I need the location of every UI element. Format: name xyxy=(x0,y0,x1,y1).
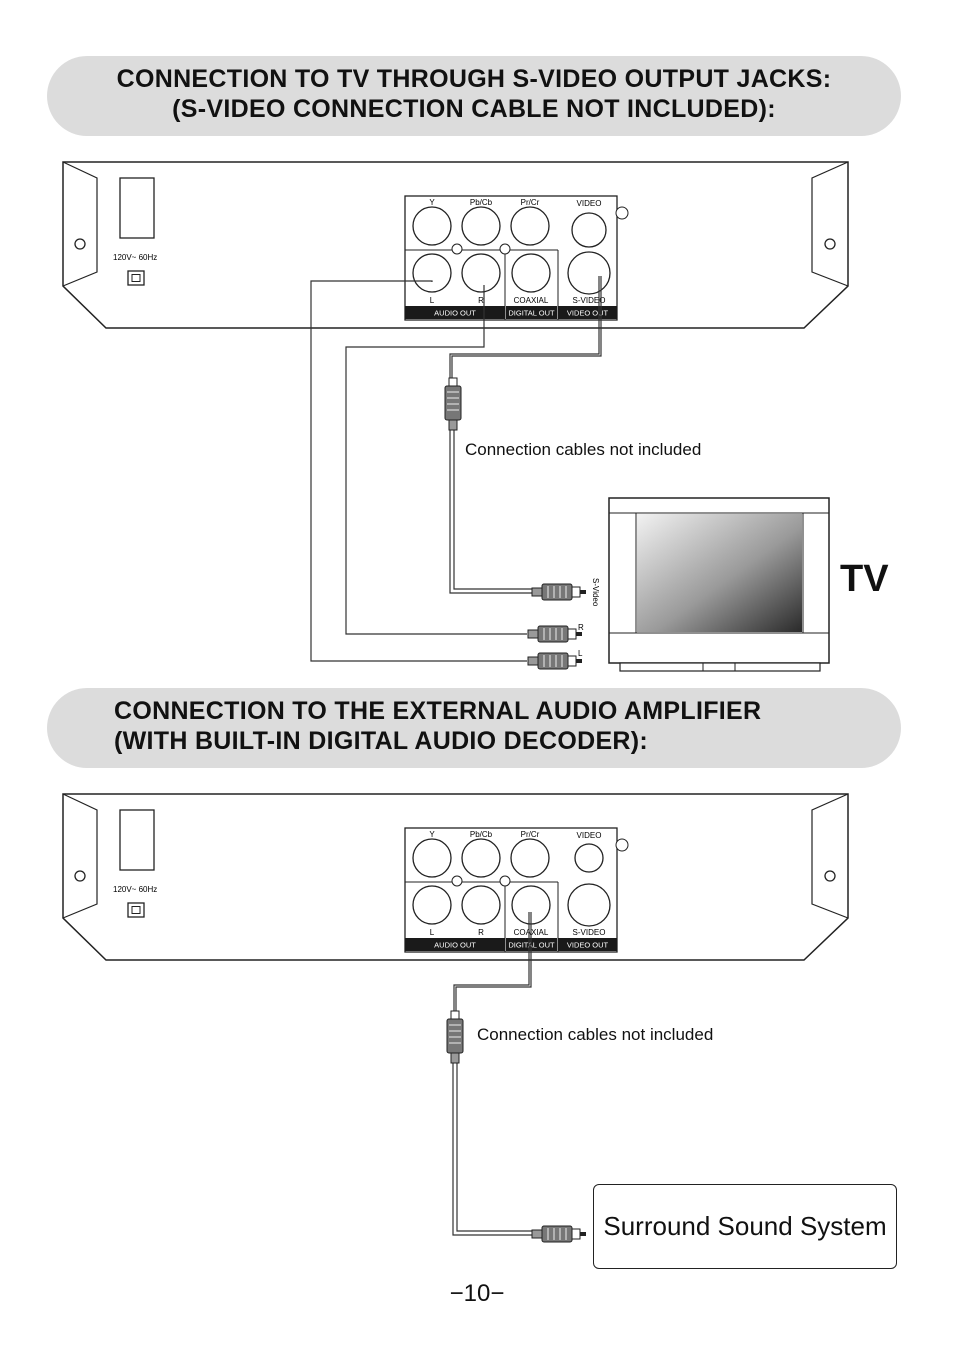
group-label-audio-out: AUDIO OUT xyxy=(434,309,476,318)
jack-audio-r xyxy=(461,253,501,293)
cable-audio-l xyxy=(310,280,527,662)
ground-screw-icon xyxy=(615,206,629,220)
jack-label-r: R xyxy=(478,928,484,937)
tv-svideo-label: S-Video xyxy=(591,578,600,607)
cables-note-1: Connection cables not included xyxy=(465,440,702,459)
jack-label-y: Y xyxy=(429,198,435,207)
tv-set: S-Video R L xyxy=(578,497,830,672)
power-rating-label: 120V~ 60Hz xyxy=(113,253,157,262)
rca-plug-l-icon xyxy=(527,652,583,670)
jack-pb xyxy=(461,838,501,878)
jack-label-video: VIDEO xyxy=(577,831,602,840)
surround-sound-system-box: Surround Sound System xyxy=(593,1184,897,1269)
screw-hole-icon xyxy=(824,870,836,882)
jack-label-pb: Pb/Cb xyxy=(470,198,493,207)
cable-coaxial xyxy=(452,912,540,1236)
jack-coaxial xyxy=(511,253,551,293)
power-rating-label: 120V~ 60Hz xyxy=(113,885,157,894)
jack-label-svideo: S-VIDEO xyxy=(573,296,606,305)
section2-title-line1: CONNECTION TO THE EXTERNAL AUDIO AMPLIFI… xyxy=(114,697,762,725)
tv-label: TV xyxy=(840,558,889,600)
svideo-plug-icon xyxy=(444,377,462,431)
jack-pb xyxy=(461,206,501,246)
jack-label-y: Y xyxy=(429,830,435,839)
section1-header: CONNECTION TO TV THROUGH S-VIDEO OUTPUT … xyxy=(47,56,901,136)
jack-label-video: VIDEO xyxy=(577,199,602,208)
jack-label-r: R xyxy=(478,296,484,305)
jack-video xyxy=(574,843,604,873)
svideo-plug-tv-icon xyxy=(531,583,587,601)
screw-hole-icon xyxy=(74,238,86,250)
coaxial-plug-amp-icon xyxy=(531,1225,587,1243)
jack-label-l: L xyxy=(430,296,435,305)
jack-y xyxy=(412,838,452,878)
cable-svideo-lower xyxy=(449,420,540,594)
jack-label-pr: Pr/Cr xyxy=(521,198,540,207)
ground-screw-icon xyxy=(615,838,629,852)
section1-title-line1: CONNECTION TO TV THROUGH S-VIDEO OUTPUT … xyxy=(116,65,832,93)
group-label-digital-out: DIGITAL OUT xyxy=(508,941,555,950)
fan-vent xyxy=(119,809,155,871)
group-label-audio-out: AUDIO OUT xyxy=(434,941,476,950)
tv-screen xyxy=(637,514,802,632)
page-number: −10− xyxy=(449,1280,505,1307)
player-rear-panel-2: 120V~ 60Hz Y Pb/Cb Pr/Cr VIDEO L R COAXI… xyxy=(62,793,849,961)
cable-audio-r xyxy=(345,285,527,635)
coaxial-plug-icon xyxy=(446,1010,464,1064)
group-label-digital-out: DIGITAL OUT xyxy=(508,309,555,318)
cables-note-2: Connection cables not included xyxy=(477,1025,714,1044)
jack-label-coaxial: COAXIAL xyxy=(514,296,549,305)
jack-label-pb: Pb/Cb xyxy=(470,830,493,839)
surround-sound-label: Surround Sound System xyxy=(603,1211,887,1241)
jack-audio-r xyxy=(461,885,501,925)
section1-title-line2: (S-VIDEO CONNECTION CABLE NOT INCLUDED): xyxy=(172,95,776,123)
jack-label-l: L xyxy=(430,928,435,937)
jack-label-pr: Pr/Cr xyxy=(521,830,540,839)
tv-l-label: L xyxy=(578,649,583,658)
screw-hole-icon xyxy=(74,870,86,882)
jack-pr xyxy=(510,206,550,246)
player-rear-panel-1: 120V~ 60Hz Y Pb/Cb Pr/Cr VIDEO L R COAXI… xyxy=(62,161,849,329)
jack-label-svideo: S-VIDEO xyxy=(573,928,606,937)
cable-svideo-upper xyxy=(449,276,600,383)
fan-vent xyxy=(119,177,155,239)
jack-y xyxy=(412,206,452,246)
screw-hole-icon xyxy=(824,238,836,250)
jack-svideo xyxy=(567,883,611,927)
tv-r-label: R xyxy=(578,623,584,632)
rca-plug-r-icon xyxy=(527,625,583,643)
group-label-video-out: VIDEO OUT xyxy=(567,309,609,318)
jack-audio-l xyxy=(412,885,452,925)
jack-svideo xyxy=(567,251,611,295)
tv-stand xyxy=(619,662,821,672)
jack-video xyxy=(571,212,607,248)
section2-title-line2: (WITH BUILT-IN DIGITAL AUDIO DECODER): xyxy=(114,727,649,755)
jack-pr xyxy=(510,838,550,878)
group-label-video-out: VIDEO OUT xyxy=(567,941,609,950)
cables-diagram-1 xyxy=(310,276,602,662)
jack-audio-l xyxy=(412,253,452,293)
section2-header: CONNECTION TO THE EXTERNAL AUDIO AMPLIFI… xyxy=(47,688,901,768)
